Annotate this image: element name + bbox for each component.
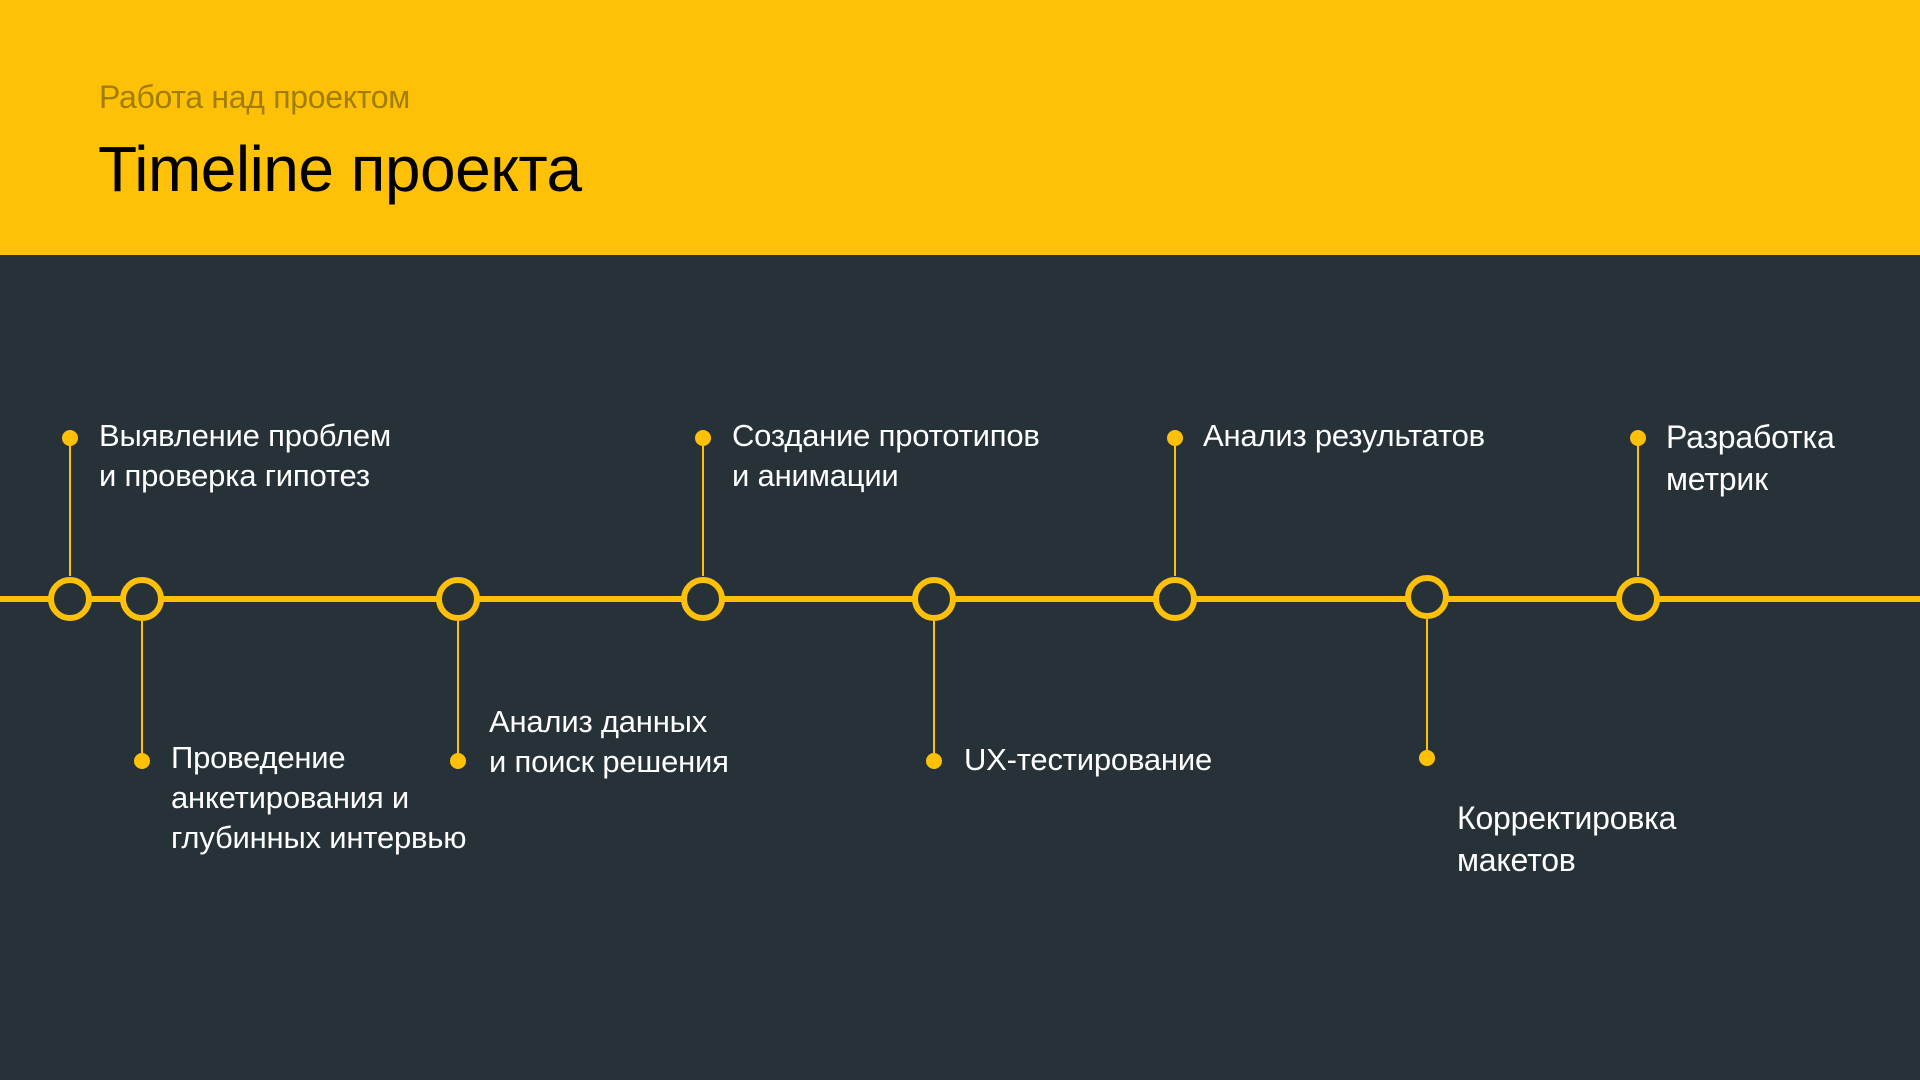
milestone-1-label: Выявление проблем и проверка гипотез	[99, 418, 391, 493]
milestone-6-dot-icon	[1167, 430, 1183, 446]
milestone-1-dot-icon	[62, 430, 78, 446]
milestone-7-node-icon	[1405, 575, 1449, 619]
milestone-6-node-icon	[1153, 577, 1197, 621]
milestone-6-label: Анализ результатов	[1203, 418, 1485, 453]
milestone-5-label: UX-тестирование	[964, 742, 1213, 777]
milestone-4-connector	[702, 438, 704, 576]
milestone-1-connector	[69, 438, 71, 576]
milestone-6-connector	[1174, 438, 1176, 576]
milestone-8-connector	[1637, 438, 1639, 576]
milestone-7-connector	[1426, 619, 1428, 758]
milestone-2-label: Проведение анкетирования и глубинных инт…	[171, 740, 467, 855]
milestone-3-label: Анализ данных и поиск решения	[489, 704, 729, 779]
milestone-2-node-icon	[120, 577, 164, 621]
page-title: Timeline проекта	[98, 133, 582, 205]
milestone-2-connector	[141, 621, 143, 761]
milestone-8-node-icon	[1616, 577, 1660, 621]
timeline-axis	[0, 596, 1920, 602]
milestone-3-node-icon	[436, 577, 480, 621]
milestone-3-dot-icon	[450, 753, 466, 769]
section-subtitle: Работа над проектом	[99, 79, 410, 115]
milestone-5-dot-icon	[926, 753, 942, 769]
milestone-2-dot-icon	[134, 753, 150, 769]
milestone-7-dot-icon	[1419, 750, 1435, 766]
milestone-5-connector	[933, 621, 935, 761]
milestone-1-node-icon	[48, 577, 92, 621]
milestone-4-node-icon	[681, 577, 725, 621]
milestone-7-label: Корректировка макетов	[1457, 800, 1677, 878]
milestone-3-connector	[457, 621, 459, 761]
milestone-8-dot-icon	[1630, 430, 1646, 446]
milestone-4-label: Создание прототипов и анимации	[732, 418, 1040, 493]
milestone-8-label: Разработка метрик	[1666, 419, 1835, 497]
milestone-4-dot-icon	[695, 430, 711, 446]
milestone-5-node-icon	[912, 577, 956, 621]
header-banner: Работа над проектом Timeline проекта	[0, 0, 1920, 255]
